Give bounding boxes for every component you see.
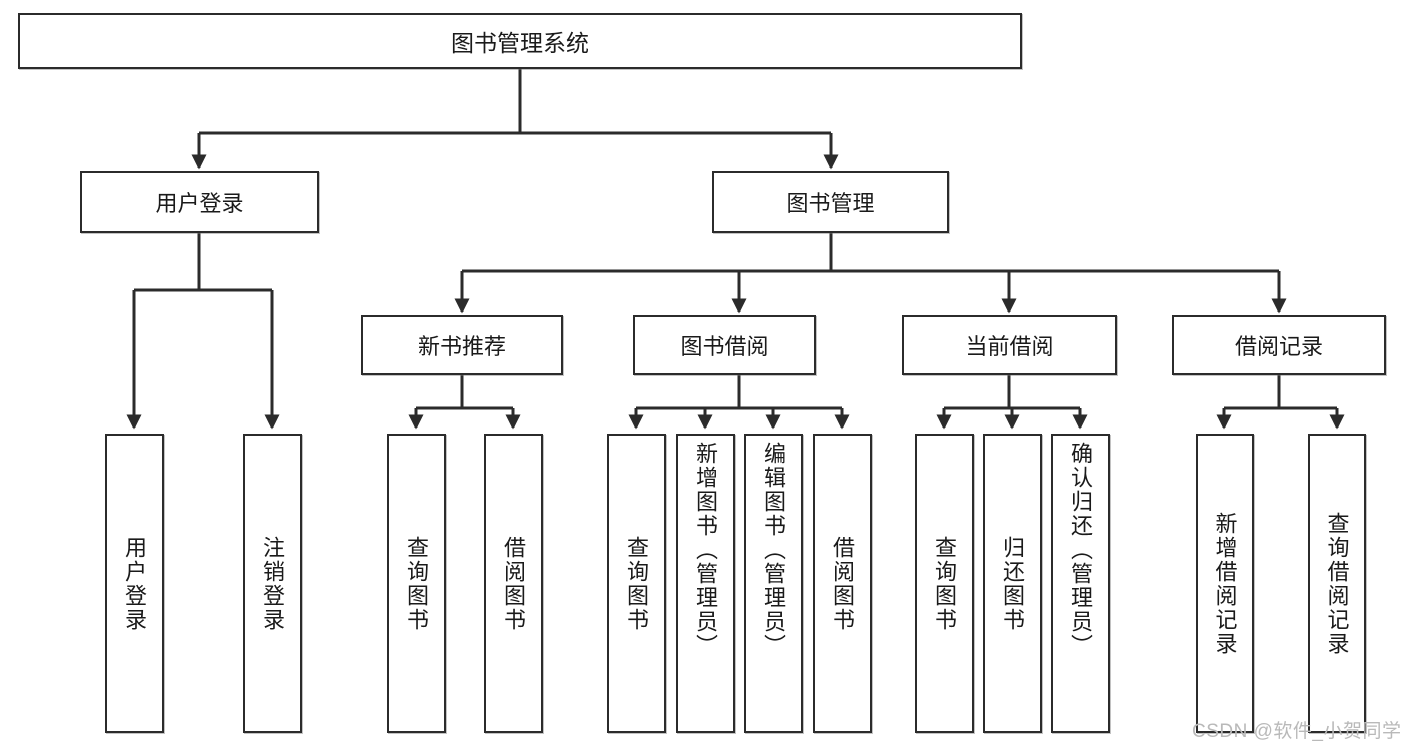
leaf-book-borrow-borrow[interactable]: 借阅图书	[813, 434, 872, 733]
node-user-login[interactable]: 用户登录	[80, 171, 319, 233]
leaf-book-borrow-add[interactable]: 新增图书（管理员）	[676, 434, 735, 733]
leaf-current-borrow-confirm-return[interactable]: 确认归还（管理员）	[1051, 434, 1110, 733]
leaf-book-borrow-query[interactable]: 查询图书	[607, 434, 666, 733]
leaf-user-login-logout[interactable]: 注销登录	[243, 434, 302, 733]
leaf-current-borrow-query[interactable]: 查询图书	[915, 434, 974, 733]
node-borrow-record[interactable]: 借阅记录	[1172, 315, 1386, 375]
node-book-management[interactable]: 图书管理	[712, 171, 949, 233]
leaf-new-book-query[interactable]: 查询图书	[387, 434, 446, 733]
csdn-watermark: CSDN @软件_小贺同学	[1192, 721, 1402, 742]
node-current-borrow[interactable]: 当前借阅	[902, 315, 1117, 375]
leaf-current-borrow-return[interactable]: 归还图书	[983, 434, 1042, 733]
leaf-book-borrow-edit[interactable]: 编辑图书（管理员）	[744, 434, 803, 733]
leaf-borrow-record-query[interactable]: 查询借阅记录	[1308, 434, 1366, 733]
node-root-system[interactable]: 图书管理系统	[18, 13, 1022, 69]
leaf-user-login-login[interactable]: 用户登录	[105, 434, 164, 733]
node-new-book-recommend[interactable]: 新书推荐	[361, 315, 563, 375]
leaf-borrow-record-add[interactable]: 新增借阅记录	[1196, 434, 1254, 733]
node-book-borrow[interactable]: 图书借阅	[633, 315, 816, 375]
leaf-new-book-borrow[interactable]: 借阅图书	[484, 434, 543, 733]
